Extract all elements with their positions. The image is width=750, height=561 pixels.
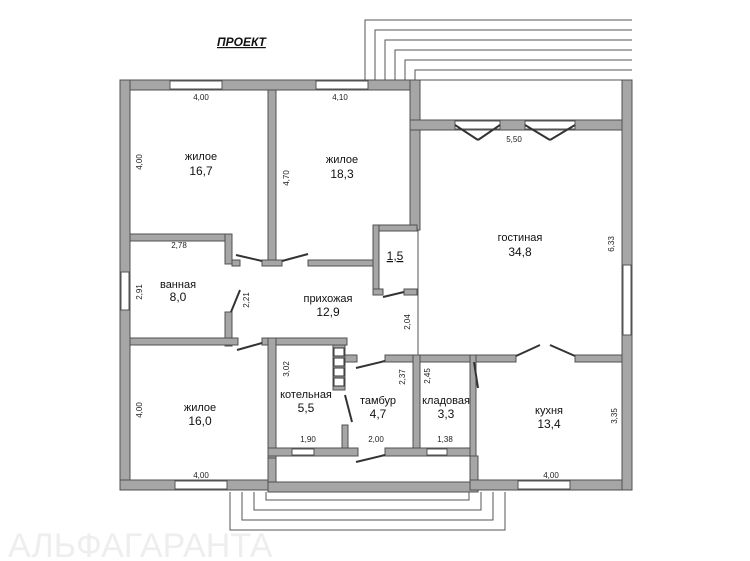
dimension-label: 4,00 [135, 154, 144, 170]
dimension-label: 4,00 [193, 471, 209, 480]
dimension-label: 4,00 [193, 93, 209, 102]
room-name: кухня [535, 405, 563, 417]
room-name: прихожая [303, 293, 352, 305]
room-name: гостиная [498, 232, 543, 244]
room-name: кладовая [422, 395, 470, 407]
dimension-label: 2,00 [368, 435, 384, 444]
room-area: 8,0 [170, 290, 187, 304]
dimension-label: 4,00 [135, 402, 144, 418]
dimension-label: 1,90 [300, 435, 316, 444]
boiler-equipment [333, 347, 345, 387]
room-area: 3,3 [438, 407, 455, 421]
dimension-label: 5,50 [506, 135, 522, 144]
room-name: ванная [160, 279, 196, 291]
dimension-label: 2,45 [423, 368, 432, 384]
room-area: 18,3 [330, 167, 354, 181]
room-name: котельная [280, 389, 332, 401]
room-labels: жилое 16,7 жилое 18,3 гостиная 34,8 ванн… [160, 151, 563, 431]
room-area: 13,4 [537, 417, 561, 431]
dimensions: 4,00 4,10 4,00 4,70 5,50 6,33 2,78 2,91 … [135, 93, 619, 480]
plan-title: ПРОЕКТ [217, 35, 267, 49]
dimension-label: 3,35 [610, 408, 619, 424]
room-area: 12,9 [316, 305, 340, 319]
room-name: жилое [184, 402, 216, 414]
dimension-label: 2,37 [398, 369, 407, 385]
room-name: тамбур [360, 395, 396, 407]
dimension-label: 2,91 [135, 284, 144, 300]
room-name: жилое [185, 151, 217, 163]
room-area: 5,5 [298, 401, 315, 415]
doors [230, 124, 576, 463]
room-area: 34,8 [508, 245, 532, 259]
windows [120, 80, 632, 490]
room-name: жилое [326, 154, 358, 166]
bottom-steps [229, 492, 506, 531]
watermark: АЛЬФАГАРАНТА [8, 527, 273, 561]
room-area: 4,7 [370, 407, 387, 421]
dimension-label: 3,02 [282, 361, 291, 377]
dimension-label: 2,04 [403, 314, 412, 330]
room-area: 16,7 [189, 164, 213, 178]
room-area: 16,0 [188, 414, 212, 428]
dimension-label: 4,10 [332, 93, 348, 102]
dimension-label: 4,00 [543, 471, 559, 480]
dimension-label: 2,21 [242, 292, 251, 308]
dimension-label: 2,78 [171, 241, 187, 250]
dimension-label: 4,70 [282, 170, 291, 186]
dimension-label: 1,38 [437, 435, 453, 444]
top-steps [364, 19, 632, 81]
dimension-label: 6,33 [607, 236, 616, 252]
room-area: 1,5 [387, 249, 404, 263]
